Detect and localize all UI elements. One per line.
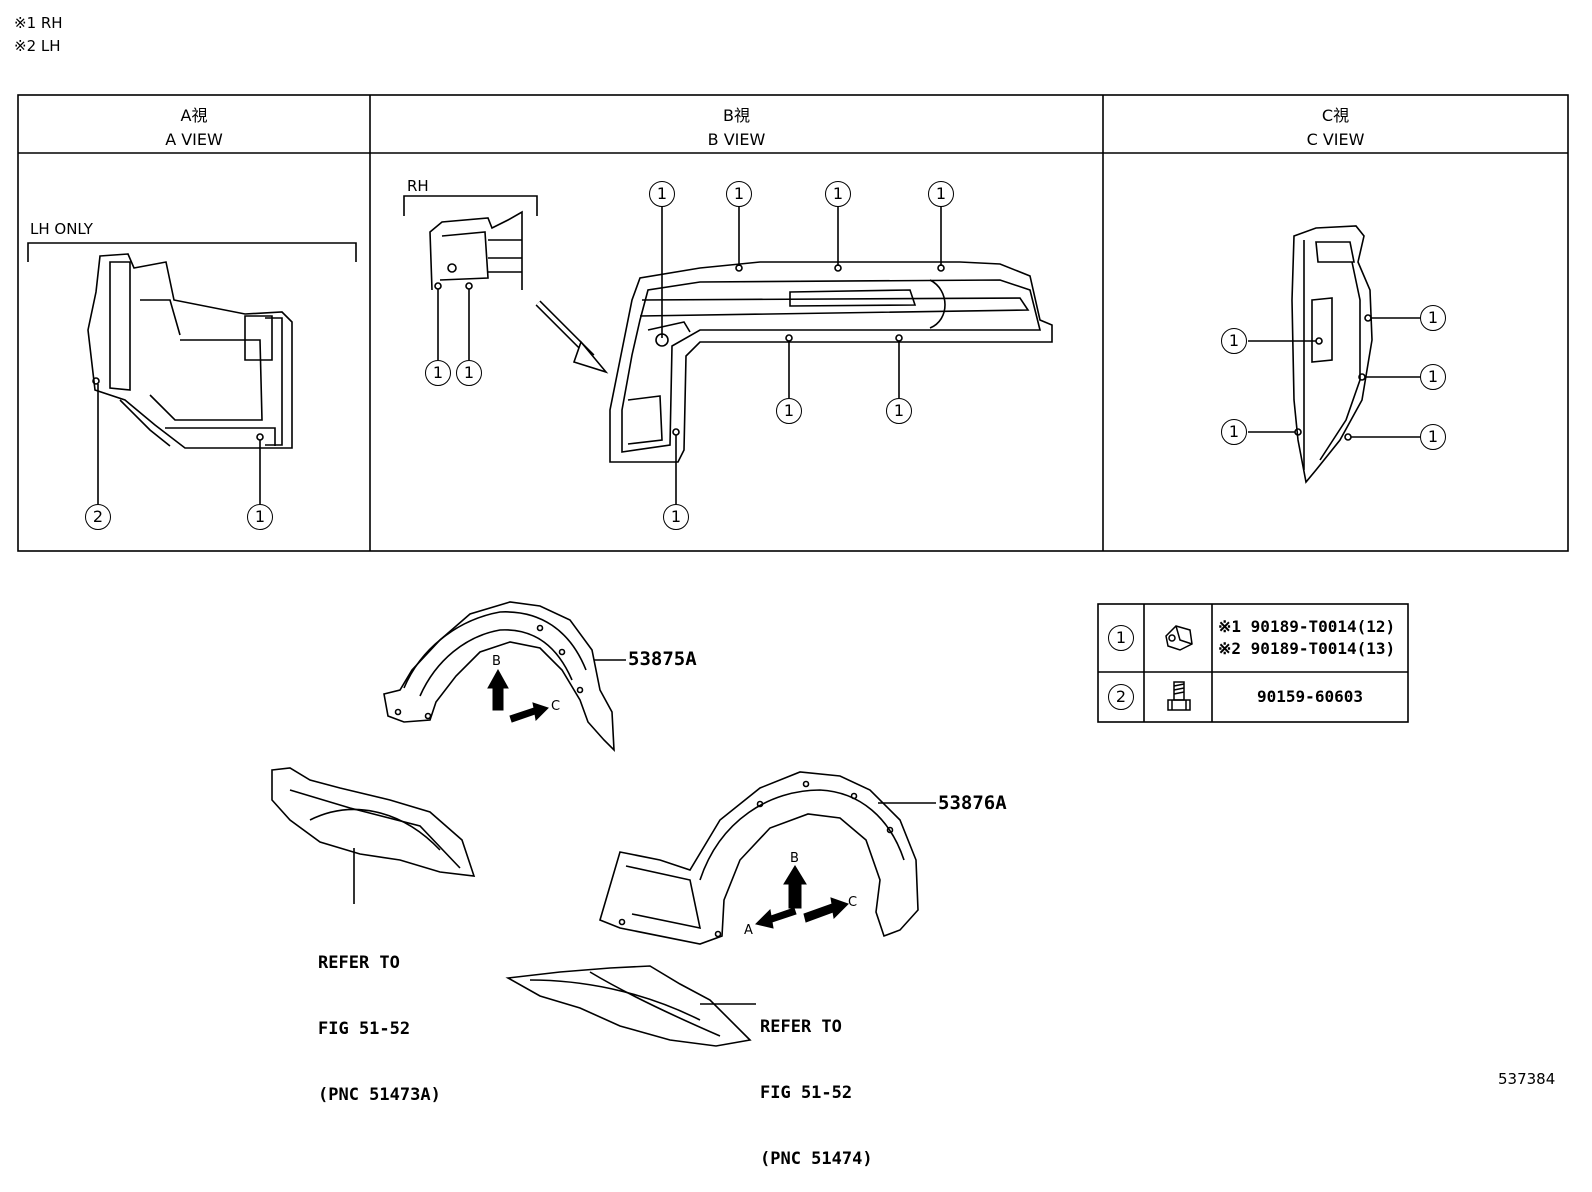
legend-callout-1: 1 [1108, 625, 1134, 651]
c-view-liner-drawing [1291, 225, 1373, 484]
c-view-title-jp: C視 [1321, 106, 1350, 125]
callout-1: 1 [649, 181, 675, 207]
note-lh: ※2 LH [14, 37, 61, 55]
screw-icon [1167, 681, 1191, 711]
view-table-frame [17, 94, 1569, 552]
a-view-title-jp: A視 [180, 106, 208, 125]
callout-1: 1 [1221, 419, 1247, 445]
refer-line: FIG 51-52 [760, 1083, 853, 1103]
callout-1: 1 [247, 504, 273, 530]
callout-1: 1 [776, 398, 802, 424]
legend-line: ※2 90189-T0014(13) [1218, 639, 1396, 658]
callout-2: 2 [85, 504, 111, 530]
b-view-liner-drawing [609, 261, 1053, 463]
callout-1: 1 [825, 181, 851, 207]
refer-line: (PNC 51474) [760, 1149, 873, 1169]
callout-1: 1 [1221, 328, 1247, 354]
refer-line: FIG 51-52 [318, 1019, 411, 1039]
refer-note-51473a: REFER TO FIG 51-52 (PNC 51473A) [318, 908, 441, 1128]
legend-table-frame [1097, 603, 1409, 723]
diagram-id: 537384 [1498, 1070, 1556, 1088]
callout-1: 1 [456, 360, 482, 386]
part-number-53876a: 53876A [938, 792, 1007, 814]
lh-only-label: LH ONLY [30, 220, 93, 238]
refer-line: REFER TO [318, 953, 400, 973]
callout-1: 1 [663, 504, 689, 530]
arrow-label-c: C [848, 895, 858, 910]
arrow-label-a: A [744, 923, 753, 938]
note-rh: ※1 RH [14, 14, 63, 32]
arrow-label-b: B [492, 654, 501, 669]
b-view-rh-detail-drawing [429, 210, 523, 291]
b-view-title-jp: B視 [723, 106, 750, 125]
legend-screw-part-number: 90159-60603 [1257, 687, 1363, 706]
splash-shield-bottom-drawing [505, 965, 752, 1047]
callout-1: 1 [425, 360, 451, 386]
lower-fender-liner-drawing [599, 771, 919, 945]
b-view-title-en: B VIEW [707, 130, 766, 149]
clip-icon [1165, 625, 1193, 651]
splash-shield-left-drawing [271, 767, 476, 877]
refer-line: REFER TO [760, 1017, 842, 1037]
parts-diagram [17, 94, 1569, 1047]
legend-callout-2: 2 [1108, 684, 1134, 710]
callout-1: 1 [1420, 305, 1446, 331]
refer-note-51474: REFER TO FIG 51-52 (PNC 51474) [760, 972, 873, 1192]
callout-1: 1 [1420, 424, 1446, 450]
a-view-title-en: A VIEW [165, 130, 223, 149]
arrow-label-b: B [790, 851, 799, 866]
refer-line: (PNC 51473A) [318, 1085, 441, 1105]
part-number-53875a: 53875A [628, 648, 697, 670]
a-view-liner-drawing [87, 253, 293, 449]
legend-clip-part-numbers: ※1 90189-T0014(12) ※2 90189-T0014(13) [1218, 616, 1395, 660]
arrow-label-c: C [551, 699, 561, 714]
c-view-title-en: C VIEW [1306, 130, 1365, 149]
legend-line: ※1 90189-T0014(12) [1218, 617, 1396, 636]
callout-1: 1 [928, 181, 954, 207]
callout-1: 1 [726, 181, 752, 207]
rh-label: RH [407, 177, 429, 195]
callout-1: 1 [1420, 364, 1446, 390]
callout-1: 1 [886, 398, 912, 424]
upper-fender-liner-drawing [383, 601, 615, 753]
